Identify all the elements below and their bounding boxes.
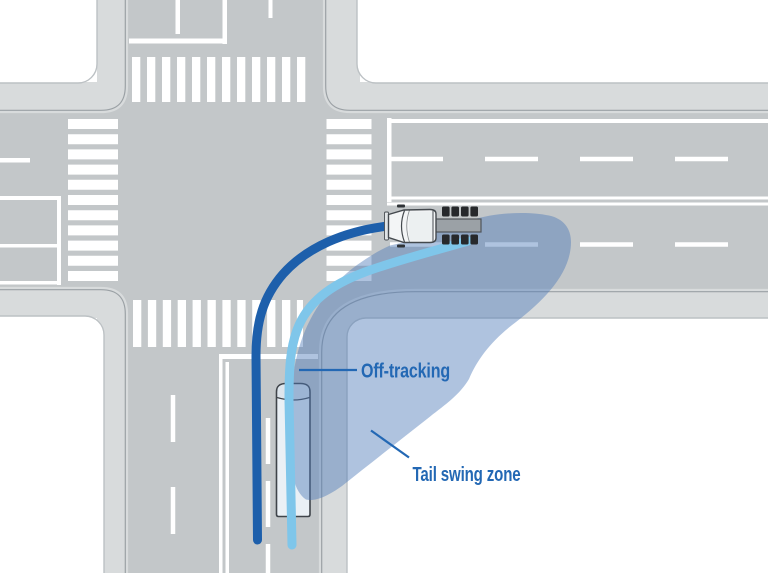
lane-line	[268, 0, 273, 18]
front-path	[251, 221, 393, 545]
parking-box-line	[57, 196, 61, 285]
center-line	[0, 196, 60, 200]
lane-dash	[0, 158, 30, 163]
tail-swing-zone-label: Tail swing zone	[413, 463, 521, 486]
stop-line-south	[219, 354, 318, 359]
center-line-double	[387, 202, 768, 206]
rear-wheel-path	[284, 236, 473, 550]
block-bottom-left	[0, 315, 105, 573]
parking-box-line	[0, 281, 57, 285]
lane-line	[175, 0, 180, 34]
block-bottom-right	[346, 317, 768, 573]
stop-line-east	[387, 118, 392, 202]
center-line-double	[219, 354, 223, 573]
truck	[384, 204, 482, 248]
off-tracking-label: Off-tracking	[361, 360, 450, 383]
truck-mirror	[397, 204, 405, 208]
block-top-left	[0, 0, 98, 84]
edge-line	[387, 119, 768, 123]
lane-line	[222, 0, 227, 44]
center-line-double	[225, 362, 229, 573]
truck-cab-roof	[409, 211, 433, 241]
truck-windshield	[400, 210, 406, 243]
truck-cab-line	[406, 209, 410, 243]
stop-line-north	[129, 38, 224, 44]
tail-swing-leader-line	[370, 429, 410, 459]
parking-box-line	[0, 244, 57, 248]
truck-wheels	[442, 206, 478, 245]
tail-swing-zone-area	[289, 212, 571, 501]
block-top-right	[356, 0, 768, 84]
truck-mirror	[397, 244, 405, 248]
center-line-double	[387, 196, 768, 200]
truck-chassis	[433, 218, 482, 233]
